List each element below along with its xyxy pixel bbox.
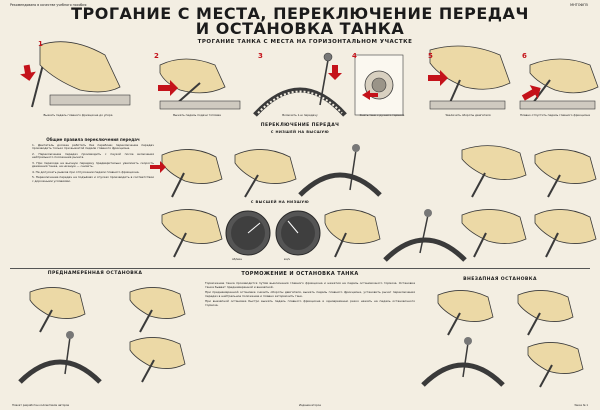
shift-up-pedal-3 (461, 145, 527, 198)
panel-4-brake-illustration (354, 54, 404, 116)
panel-6-caption: Плавно отпустить педаль главного фрикцио… (519, 113, 591, 117)
panel-3-gear-lever-illustration (253, 52, 347, 117)
braking-para-3: При внезапной остановке быстро выжать пе… (205, 299, 415, 307)
shift-up-quadrant (298, 144, 382, 197)
braking-text: Торможение танка производится путём выкл… (205, 281, 415, 309)
panel-1-pedal-illustration (20, 41, 131, 108)
section-braking-title: ТОРМОЖЕНИЕ И ОСТАНОВКА ТАНКА (241, 271, 359, 277)
poster-code: МНТОФП5 (570, 3, 588, 7)
section-planned-stop-title: ПРЕДНАМЕРЕННАЯ ОСТАНОВКА (47, 271, 143, 276)
panel-6-pedal-illustration (519, 58, 599, 110)
section-shift-up-title: С НИЗШЕЙ НА ВЫСШУЮ (270, 130, 330, 134)
title-line-2: И ОСТАНОВКА ТАНКА (195, 19, 405, 38)
panel-5-pedal-illustration (428, 45, 511, 110)
shift-up-pedal-2 (234, 149, 297, 198)
footer-center: Издание второе (299, 404, 321, 407)
shift-down-pedal-4 (534, 209, 597, 258)
rule-4: 4. Не допускать рывков при отпускании пе… (32, 169, 140, 174)
middle-illustrations (150, 144, 597, 262)
shift-down-quadrant (383, 209, 467, 262)
planned-stop-illustrations (18, 287, 186, 384)
shift-up-pedal-4 (534, 149, 597, 198)
shift-down-pedal-3 (461, 209, 527, 258)
gauge-rpm (225, 210, 271, 256)
section-shift-title: ПЕРЕКЛЮЧЕНИЕ ПЕРЕДАЧ (260, 123, 340, 128)
shift-down-pedal-1 (161, 209, 223, 258)
gauge-speed (275, 210, 321, 256)
footer-right: Заказ № 1 (574, 404, 588, 407)
rule-5: 5. Переключение передач на подъёмах и сп… (32, 175, 154, 183)
panel-6-number: 6 (522, 52, 527, 60)
panel-5-caption: Увеличить обороты двигателя (445, 113, 491, 117)
panel-2-number: 2 (154, 52, 159, 60)
section-shift-down-title: С ВЫСШЕЙ НА НИЗШУЮ (250, 200, 310, 204)
title-line-1: ТРОГАНИЕ С МЕСТА, ПЕРЕКЛЮЧЕНИЕ ПЕРЕДАЧ (71, 4, 529, 23)
section-divider (10, 268, 590, 269)
panel-3-caption: Включить 1-ю передачу (282, 113, 318, 117)
poster-title: ТРОГАНИЕ С МЕСТА, ПЕРЕКЛЮЧЕНИЕ ПЕРЕДАЧ И… (0, 4, 600, 38)
approval-note: Рекомендовано в качестве учебного пособи… (10, 3, 87, 7)
rule-2: 2. Переключение передач производить с па… (32, 151, 154, 159)
panel-1-number: 1 (38, 40, 43, 48)
braking-para-2: При преднамеренной остановке снизить обо… (205, 290, 415, 298)
gauge-rpm-label: об/мин (231, 257, 243, 261)
general-rules-block: Общие правила переключения передач 1. Дв… (32, 138, 154, 185)
panel-1-caption: Выжать педаль главного фрикциона до упор… (43, 113, 113, 117)
panel-4-number: 4 (352, 52, 357, 60)
shift-down-pedal-2 (324, 209, 381, 258)
panel-2-caption: Выжать педаль подачи топлива (173, 113, 221, 117)
panel-4-caption: Снять танк с ручного тормоза (359, 113, 405, 117)
panel-3-number: 3 (258, 52, 263, 60)
panel-2-pedal-illustration (158, 58, 241, 110)
panel-5-number: 5 (428, 52, 433, 60)
rule-1: 1. Двигатель должен работать без перебое… (32, 142, 154, 150)
braking-para-1: Торможение танка производится путём выкл… (205, 281, 415, 289)
sudden-stop-illustrations (421, 290, 584, 388)
top-row-illustrations (20, 41, 599, 117)
section-sudden-stop-title: ВНЕЗАПНАЯ ОСТАНОВКА (463, 277, 537, 282)
shift-up-pedal-1 (150, 149, 223, 198)
rule-3: 3. При переходе на высшую передачу предв… (32, 160, 154, 168)
footer-left: Плакат разработан коллективом авторов (12, 404, 70, 407)
gauge-speed-label: км/ч (283, 257, 291, 261)
section-start-title: ТРОГАНИЕ ТАНКА С МЕСТА НА ГОРИЗОНТАЛЬНОМ… (197, 39, 413, 45)
general-rules-heading: Общие правила переключения передач (46, 137, 140, 142)
